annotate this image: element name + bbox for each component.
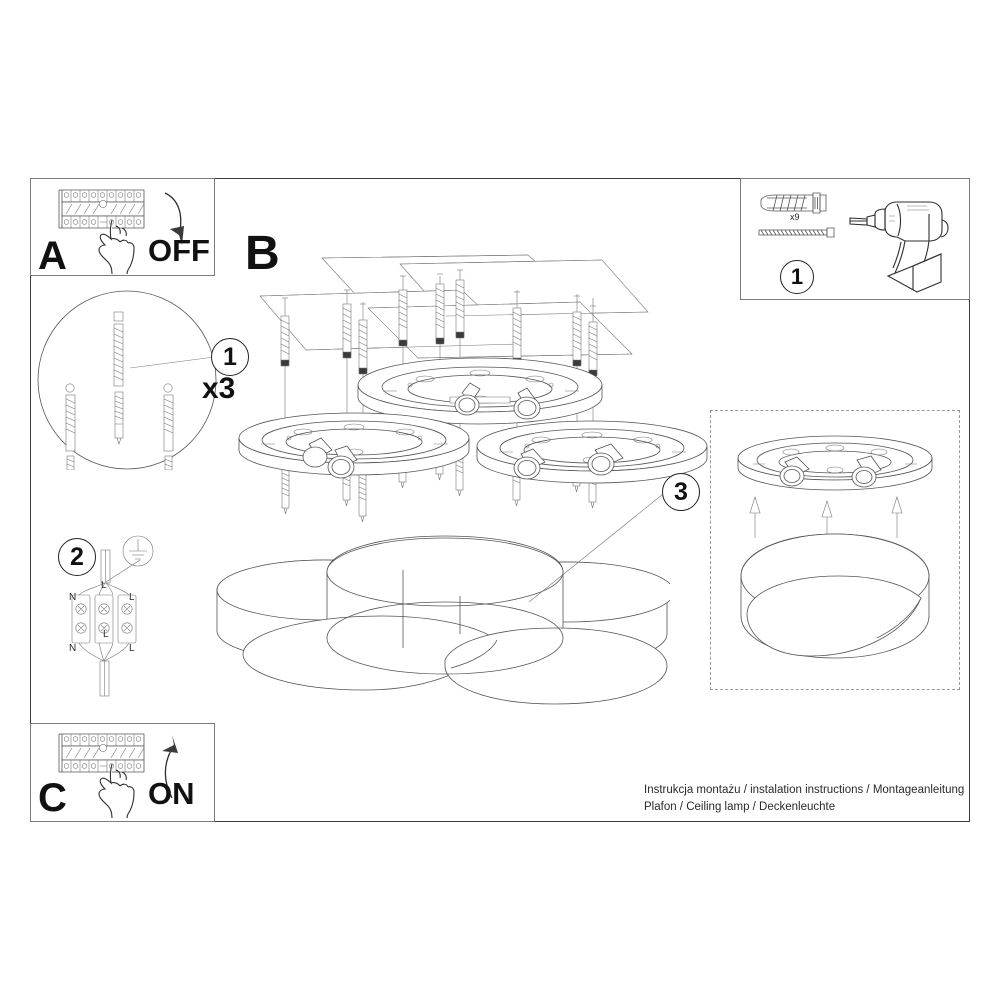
- footer-product-line: Plafon / Ceiling lamp / Deckenleuchte: [644, 801, 836, 813]
- panel-a-action-label: OFF: [148, 233, 210, 268]
- arrow-up-icon: [162, 735, 178, 799]
- panel-b-step-letter: B: [245, 227, 280, 280]
- panel-c-power-on: [30, 723, 215, 822]
- panel-parts-drill: [740, 178, 970, 300]
- plug-quantity-label: x9: [790, 212, 800, 222]
- callout-3-circle: 3: [662, 473, 700, 511]
- parts-callout-1: 1: [780, 260, 814, 294]
- wall-plug-icon: [760, 192, 827, 214]
- wiring-terminal-label-top-left: N: [69, 592, 77, 603]
- mounting-plate-icon-left: [238, 412, 470, 479]
- mounting-plate-icon-right: [476, 420, 708, 484]
- wiring-terminal-label-bottom-left: N: [69, 643, 77, 654]
- sheet-border: [30, 178, 970, 822]
- wiring-terminal-label-bottom-right: L: [129, 643, 135, 654]
- hand-pressing-icon-c: [98, 763, 135, 818]
- panel-c-step-letter: C: [38, 776, 67, 820]
- ceiling-plane-icon: [259, 254, 649, 359]
- mounting-plate-icon-center: [357, 357, 603, 425]
- detail-circle-wall-plugs: [37, 290, 217, 470]
- screw-icon: [758, 227, 835, 238]
- callout-1-leader-line: [130, 355, 223, 369]
- circuit-breaker-icon-c: [58, 733, 145, 773]
- wiring-terminal-label-top-right: L: [129, 592, 135, 603]
- panel-a-power-off: [30, 178, 215, 276]
- circuit-breaker-icon-a: [58, 189, 145, 229]
- detail-mounting-plate-icon: [737, 435, 933, 491]
- callout-1-multiplier: x3: [202, 372, 236, 405]
- callout-3-leader-line: [528, 485, 674, 603]
- detail-panel-shade-mount: [710, 410, 960, 690]
- power-drill-icon: [849, 201, 949, 293]
- callout-1-circle: 1: [211, 338, 249, 376]
- wiring-lead-label-mid: L: [103, 629, 109, 640]
- lamp-shade-assembly: [216, 535, 670, 705]
- callout-2-circle: 2: [58, 538, 96, 576]
- terminal-block-icon: [71, 549, 141, 697]
- wall-plug-screw-group: [65, 311, 174, 470]
- earth-ground-icon: [122, 535, 154, 567]
- detail-lamp-shade-icon: [740, 533, 930, 659]
- panel-a-step-letter: A: [38, 234, 67, 278]
- panel-c-action-label: ON: [148, 776, 195, 811]
- footer-instruction-line: Instrukcja montażu / instalation instruc…: [644, 784, 965, 796]
- hand-pressing-icon-a: [98, 219, 135, 274]
- arrow-down-icon: [164, 192, 184, 245]
- wiring-lead-label-top: L: [101, 580, 107, 591]
